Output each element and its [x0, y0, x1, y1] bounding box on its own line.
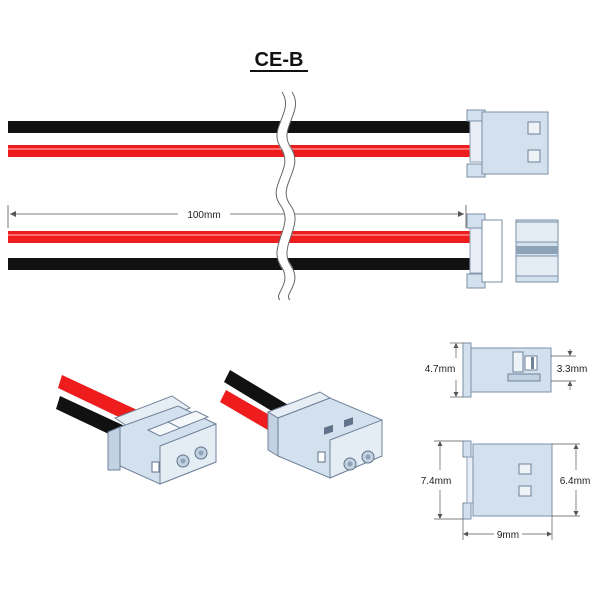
break-line-left	[275, 91, 287, 301]
front-inner-height-label: 3.3mm	[557, 364, 588, 375]
connector-3d-left	[107, 395, 217, 485]
c3l-pin-hole-a-inner	[180, 458, 186, 464]
c3r-latch	[317, 451, 326, 463]
c3r-window-a	[324, 424, 333, 435]
sdv-slot-upper	[518, 463, 532, 475]
connector-slot-lower	[527, 149, 541, 163]
sdv-inner-arrow-up	[573, 444, 579, 449]
fdv-flange	[462, 342, 472, 398]
connector-gap	[516, 246, 558, 254]
connector-ridge-lower	[515, 255, 559, 277]
side-total-height-label: 7.4mm	[421, 476, 452, 487]
c3l-latch	[151, 461, 160, 473]
sdv-arrow-down	[437, 514, 443, 519]
connector-slot-upper	[527, 121, 541, 135]
perspective-view-left	[56, 375, 217, 485]
fdv-step	[507, 373, 541, 382]
wire-black-bottom	[8, 258, 470, 270]
connector-3d-right	[266, 391, 383, 479]
wire-red-bottom	[8, 231, 470, 243]
fdv-slot	[512, 351, 524, 373]
sdv-arrow-up	[437, 441, 443, 446]
break-line-mask	[276, 89, 296, 304]
fdv-arrow-down	[453, 392, 459, 397]
c3r-pin-hole-b-inner	[365, 454, 371, 460]
dim-arrow-left	[10, 211, 16, 217]
diagram-title: CE-B	[255, 49, 304, 71]
wire-red-top	[8, 145, 470, 157]
sdv-inner-arrow-down	[573, 511, 579, 516]
connector-ridge-upper	[515, 221, 559, 243]
dim-arrow-right	[458, 211, 464, 217]
c3r-flange-side	[267, 411, 279, 457]
connector-body-top	[481, 111, 549, 175]
sdv-body	[472, 443, 553, 517]
side-width-label: 9mm	[497, 530, 519, 541]
perspective-view-right	[220, 370, 383, 479]
sdv-flange-top	[462, 440, 472, 458]
fdv-arrow-up	[453, 343, 459, 348]
break-line-right	[285, 91, 297, 301]
sdv-flange-bottom	[462, 502, 472, 520]
wire-length-label: 100mm	[187, 210, 220, 221]
sdv-slot-lower	[518, 485, 532, 497]
connector-collar-b	[481, 219, 503, 283]
c3l-side-fin	[107, 426, 121, 471]
front-height-label: 4.7mm	[425, 364, 456, 375]
side-inner-height-label: 6.4mm	[560, 476, 591, 487]
connector-top-view	[466, 109, 549, 178]
fdv-body	[470, 347, 552, 393]
c3l-groove-b	[166, 410, 210, 429]
c3r-face	[329, 419, 383, 479]
fdv-inner-arrow-bottom	[567, 381, 573, 386]
sdv-wire-entry	[466, 456, 474, 504]
c3r-pin-hole-a-inner	[347, 461, 353, 467]
wire-black-top	[8, 121, 470, 133]
connector-wire-entry-b	[469, 227, 483, 274]
c3l-pin-hole-b-inner	[198, 450, 204, 456]
sdv-width-arrow-left	[463, 531, 468, 537]
bottom-view: 100mm	[7, 205, 559, 289]
side-dimension-view: 7.4mm 6.4mm 9mm	[421, 440, 591, 541]
front-dimension-view: 4.7mm 3.3mm	[425, 342, 588, 398]
fdv-inner-arrow-top	[567, 351, 573, 356]
length-dimension: 100mm	[7, 205, 467, 228]
fdv-latch-bar	[531, 357, 534, 369]
connector-bottom-view	[466, 213, 559, 289]
sdv-width-arrow-right	[547, 531, 552, 537]
c3r-window-b	[344, 417, 353, 428]
c3l-face	[159, 423, 217, 485]
connector-wire-entry	[469, 119, 483, 163]
top-view	[8, 109, 549, 178]
